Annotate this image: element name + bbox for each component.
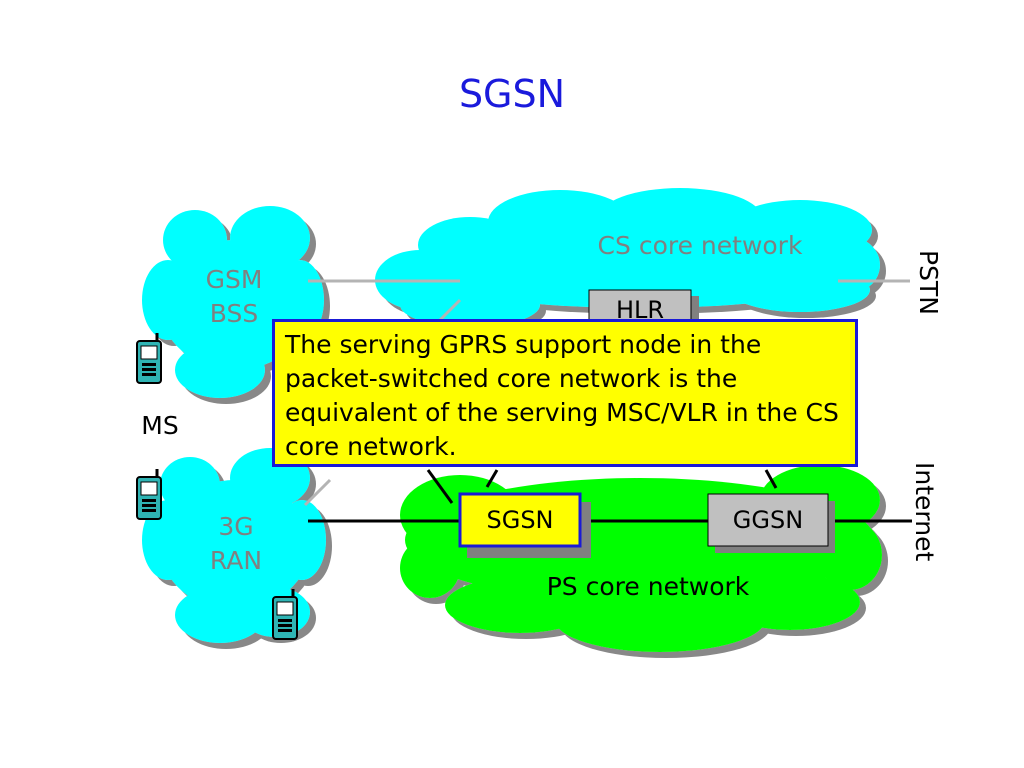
- mobile-phone-icon: [136, 333, 162, 384]
- sgsn-description-callout: The serving GPRS support node in the pac…: [272, 319, 858, 467]
- ggsn-node: GGSN: [707, 493, 835, 553]
- sgsn-node: SGSN: [458, 492, 591, 558]
- cs-links: [303, 279, 910, 507]
- 3g-ran-label-line1: 3G: [218, 512, 253, 541]
- sgsn-label: SGSN: [486, 506, 553, 534]
- slide-title: SGSN: [458, 72, 566, 116]
- internet-label: Internet: [910, 462, 939, 561]
- ggsn-label: GGSN: [733, 506, 803, 534]
- ps-links: [308, 469, 912, 523]
- mobile-phone-icon: [136, 469, 162, 520]
- mobile-phone-icon: [272, 589, 298, 640]
- ps-core-network-label: PS core network: [547, 572, 750, 601]
- ms-label: MS: [141, 411, 178, 440]
- cs-core-network-label: CS core network: [598, 231, 803, 260]
- 3g-ran-label-line2: RAN: [210, 546, 262, 575]
- pstn-label: PSTN: [914, 250, 943, 315]
- cs-core-network-cloud: [375, 188, 880, 327]
- gsm-bss-label-line1: GSM: [206, 265, 263, 294]
- gsm-bss-label-line2: BSS: [210, 299, 258, 328]
